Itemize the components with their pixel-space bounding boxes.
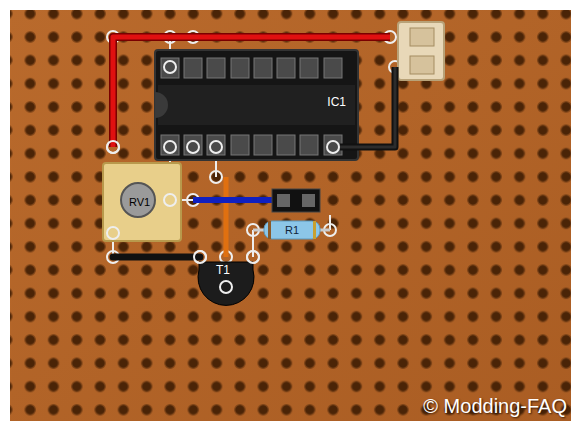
blue-wire (193, 197, 283, 203)
red-wire (113, 37, 390, 147)
ic-socket (155, 50, 358, 160)
ic-label-box: IC1 (155, 50, 358, 160)
transistor-box: T1 (199, 262, 253, 298)
watermark: © Modding-FAQ (423, 395, 567, 418)
resistor-symbol (253, 221, 330, 239)
trimmer-box: RV1 (103, 163, 181, 241)
red-wire-outline (113, 37, 390, 147)
board (10, 10, 571, 421)
hole-grid (10, 10, 571, 421)
part-label: IC1 (327, 96, 346, 109)
part-label: RV1 (129, 196, 150, 208)
pin-header (272, 189, 320, 212)
transistor-symbol (194, 251, 259, 305)
orange-wire (224, 177, 229, 257)
black-wire (113, 254, 200, 261)
black-wire (340, 67, 395, 147)
resistor-box: R1 (264, 221, 320, 239)
connector-header (398, 22, 444, 80)
trimmer-symbol (103, 141, 181, 241)
part-label: R1 (285, 224, 299, 236)
black-wire-highlight (340, 67, 395, 147)
part-label: T1 (216, 264, 230, 277)
